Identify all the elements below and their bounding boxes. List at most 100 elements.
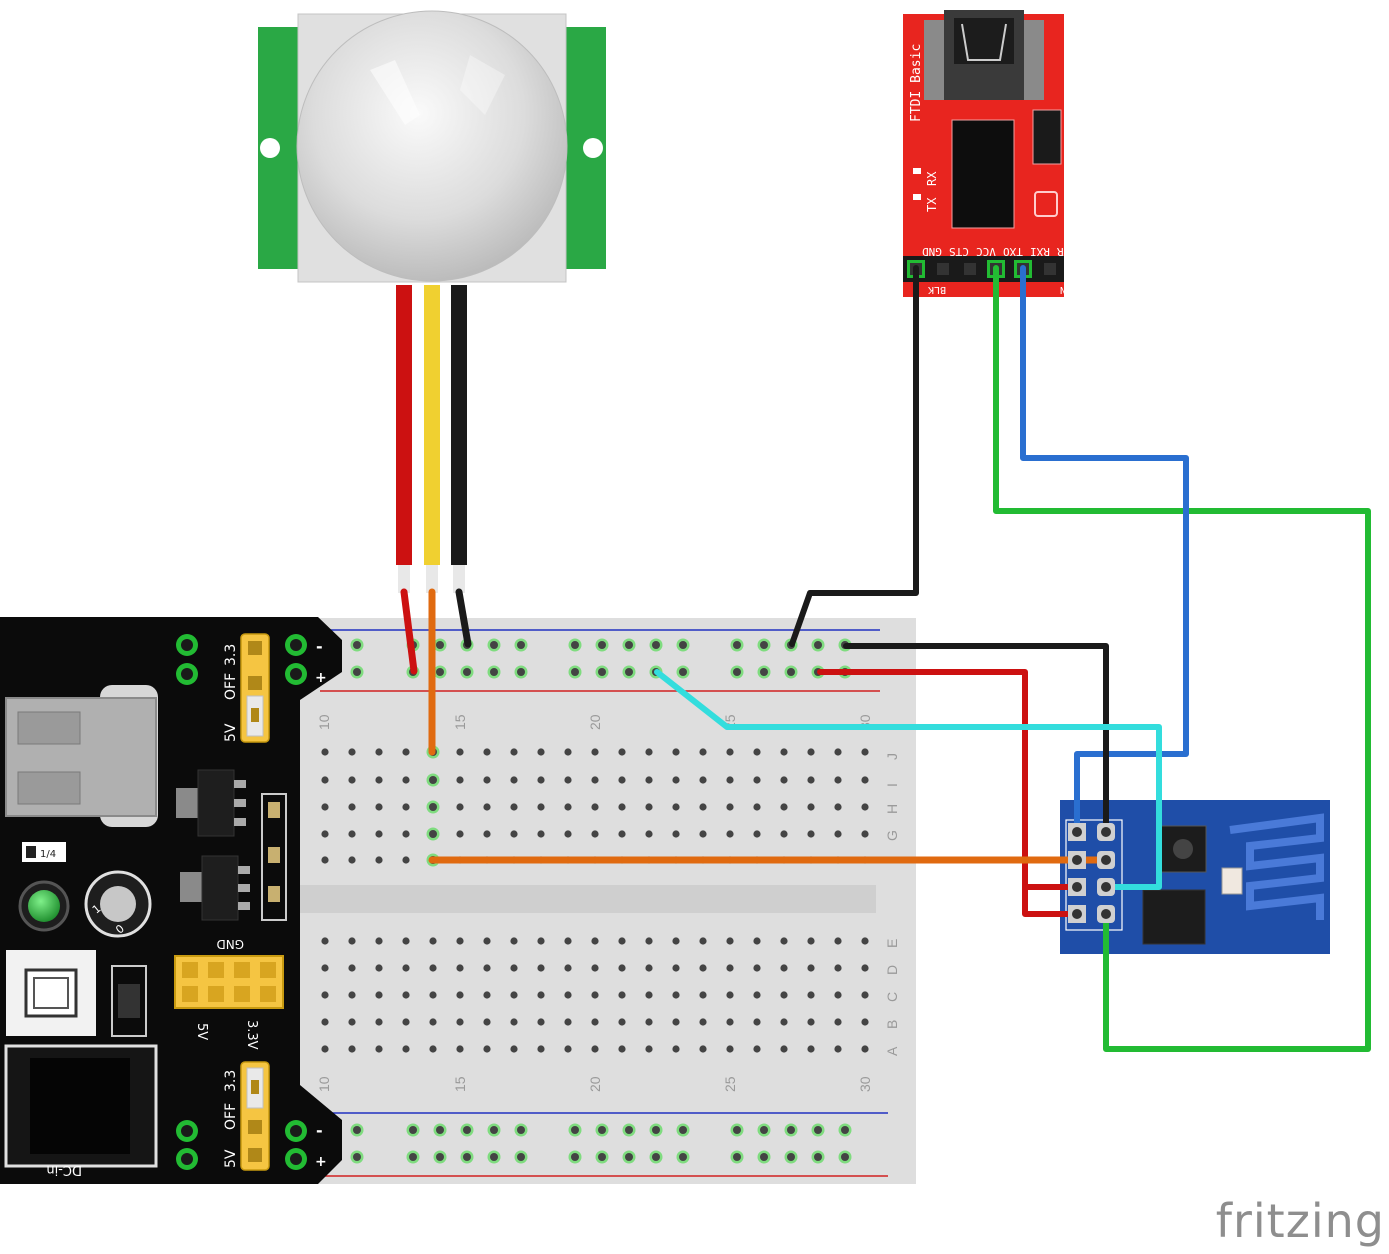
rail-hole[interactable] [757,1150,771,1164]
rail-hole[interactable] [514,1123,528,1137]
breadboard-hole[interactable] [321,991,329,999]
breadboard-hole[interactable] [780,803,788,811]
breadboard-hole[interactable] [699,991,707,999]
rail-hole[interactable] [433,1123,447,1137]
breadboard-hole[interactable] [591,991,599,999]
breadboard-hole[interactable] [564,1018,572,1026]
rail-hole[interactable] [784,1123,798,1137]
breadboard-hole[interactable] [537,748,545,756]
breadboard-hole[interactable] [564,830,572,838]
rail-hole[interactable] [730,638,744,652]
breadboard-hole[interactable] [618,937,626,945]
rail-hole[interactable] [622,1150,636,1164]
power-module-pin[interactable] [176,1120,198,1142]
rail-hole[interactable] [514,638,528,652]
rail-hole[interactable] [568,1150,582,1164]
breadboard-hole[interactable] [348,748,356,756]
breadboard-hole[interactable] [834,830,842,838]
breadboard-hole[interactable] [510,748,518,756]
breadboard-hole[interactable] [321,748,329,756]
breadboard-hole[interactable] [537,1018,545,1026]
rail-hole[interactable] [622,665,636,679]
breadboard-hole[interactable] [564,1045,572,1053]
breadboard-hole[interactable] [321,937,329,945]
breadboard-hole[interactable] [726,937,734,945]
breadboard-hole[interactable] [807,748,815,756]
breadboard-hole[interactable] [699,776,707,784]
breadboard-hole[interactable] [348,964,356,972]
rail-hole[interactable] [487,665,501,679]
breadboard-hole[interactable] [834,748,842,756]
breadboard-hole[interactable] [429,991,437,999]
rail-hole[interactable] [568,1123,582,1137]
breadboard-hole[interactable] [510,991,518,999]
breadboard-hole[interactable] [456,776,464,784]
breadboard-hole[interactable] [402,830,410,838]
rail-hole[interactable] [649,1123,663,1137]
breadboard-hole[interactable] [564,803,572,811]
breadboard-hole[interactable] [618,803,626,811]
power-module-pin[interactable] [285,1120,307,1142]
breadboard-hole[interactable] [429,937,437,945]
breadboard-hole[interactable] [834,1045,842,1053]
breadboard-hole[interactable] [456,964,464,972]
breadboard-hole[interactable] [564,991,572,999]
breadboard-hole[interactable] [456,803,464,811]
breadboard-hole[interactable] [780,748,788,756]
breadboard-hole[interactable] [726,1045,734,1053]
breadboard-hole[interactable] [834,776,842,784]
breadboard-hole[interactable] [456,748,464,756]
rail-hole[interactable] [350,1123,364,1137]
rail-hole[interactable] [838,1150,852,1164]
rail-hole[interactable] [350,1150,364,1164]
breadboard-hole[interactable] [510,1018,518,1026]
breadboard-hole[interactable] [375,856,383,864]
breadboard-hole[interactable] [402,964,410,972]
breadboard-hole[interactable] [861,937,869,945]
breadboard-hole[interactable] [753,748,761,756]
breadboard-hole[interactable] [618,1045,626,1053]
breadboard-hole[interactable] [591,1045,599,1053]
power-switch-knob[interactable] [100,886,136,922]
breadboard-hole[interactable] [807,830,815,838]
esp-pin[interactable] [1068,851,1086,869]
rail-hole[interactable] [595,665,609,679]
breadboard-hole[interactable] [672,748,680,756]
breadboard-hole[interactable] [483,748,491,756]
rail-hole[interactable] [730,665,744,679]
rail-hole[interactable] [487,1123,501,1137]
breadboard-hole[interactable] [510,937,518,945]
breadboard-hole[interactable] [807,776,815,784]
breadboard-hole[interactable] [672,1045,680,1053]
breadboard-hole[interactable] [375,1018,383,1026]
breadboard-hole[interactable] [834,803,842,811]
breadboard-hole[interactable] [834,991,842,999]
breadboard-hole[interactable] [537,803,545,811]
breadboard-hole[interactable] [834,1018,842,1026]
breadboard-hole[interactable] [564,964,572,972]
breadboard-hole[interactable] [321,964,329,972]
breadboard-hole[interactable] [483,830,491,838]
breadboard-hole[interactable] [456,1018,464,1026]
esp-pin[interactable] [1068,878,1086,896]
ftdi-pin[interactable] [964,263,976,275]
rail-hole[interactable] [676,638,690,652]
esp-pin[interactable] [1068,905,1086,923]
breadboard-hole[interactable] [348,830,356,838]
breadboard-hole[interactable] [780,937,788,945]
breadboard-hole[interactable] [348,937,356,945]
rail-hole[interactable] [757,665,771,679]
breadboard-hole[interactable] [780,1045,788,1053]
breadboard-hole[interactable] [672,776,680,784]
breadboard-hole[interactable] [753,803,761,811]
rail-hole[interactable] [595,638,609,652]
breadboard-hole[interactable] [510,1045,518,1053]
breadboard-hole[interactable] [672,803,680,811]
breadboard-hole[interactable] [375,1045,383,1053]
power-module-pin[interactable] [176,663,198,685]
breadboard-hole[interactable] [699,964,707,972]
breadboard-hole[interactable] [618,830,626,838]
rail-hole[interactable] [784,1150,798,1164]
breadboard-hole[interactable] [618,991,626,999]
rail-hole[interactable] [460,1150,474,1164]
